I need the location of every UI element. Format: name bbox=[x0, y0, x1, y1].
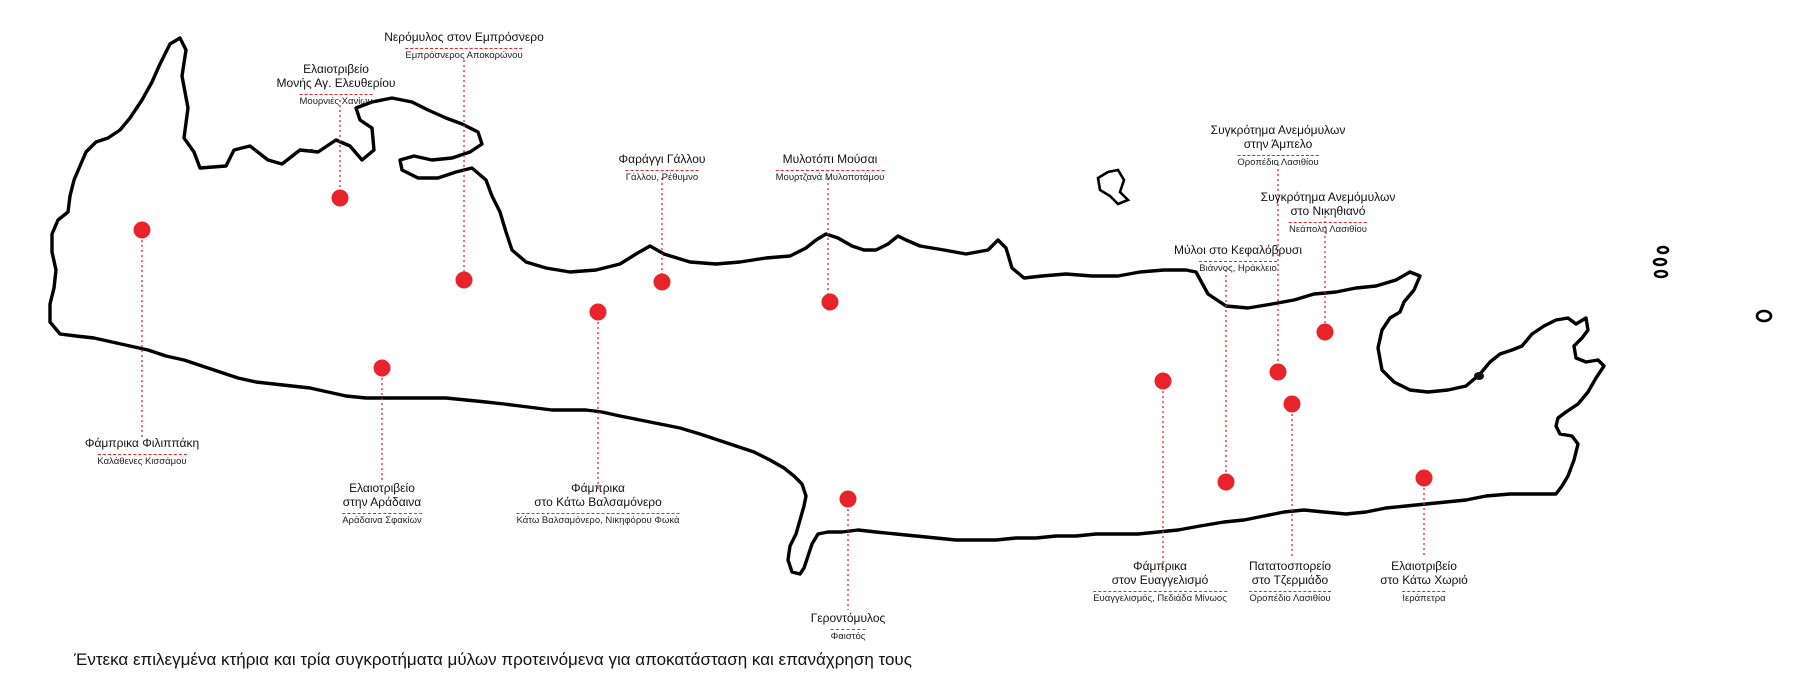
site-place: Φαιστός bbox=[830, 628, 866, 642]
label-fampr-evangelismo[interactable]: Φάμπρικα στον Ευαγγελισμό Ευαγγελισμός, … bbox=[1093, 559, 1227, 606]
label-mylotopi-mousai[interactable]: Μυλοτόπι Μούσαι Μουρτζανά Μυλοποτάμου bbox=[775, 152, 885, 185]
label-myloi-kefalovrysi[interactable]: Μύλοι στο Κεφαλόβρυσι Βιάννος, Ηράκλειο bbox=[1174, 243, 1302, 276]
label-patatosporeio-tzermiado[interactable]: Πατατοσπορείο στο Τζερμιάδο Οροπέδιο Λασ… bbox=[1248, 559, 1332, 606]
marker-elaiotr-kato-chorio[interactable] bbox=[1415, 469, 1433, 487]
marker-patatosporeio-tzermiado[interactable] bbox=[1283, 395, 1301, 413]
site-name: Ελαιοτριβείο bbox=[303, 62, 369, 76]
label-fampr-filippaki[interactable]: Φάμπρικα Φιλιππάκη Καλάθενες Κισσάμου bbox=[84, 436, 200, 469]
site-name: Νερόμυλος στον Εμπρόσνερο bbox=[384, 30, 544, 44]
label-anemomyloi-ampelo[interactable]: Συγκρότημα Ανεμόμυλων στην Άμπελο Οροπέδ… bbox=[1210, 123, 1346, 170]
site-name: Ελαιοτριβείο bbox=[349, 481, 415, 495]
dia-islet bbox=[1096, 168, 1131, 206]
site-place: Αράδαινα Σφακίων bbox=[342, 512, 422, 526]
site-place: Ευαγγελισμός, Πεδιάδα Μίνωος bbox=[1093, 590, 1227, 604]
site-place: Ιεράπετρα bbox=[1402, 590, 1446, 604]
label-gerontomylos[interactable]: Γεροντόμυλος Φαιστός bbox=[810, 611, 886, 644]
label-fampr-kato-valsamonero[interactable]: Φάμπρικα στο Κάτω Βαλσαμόνερο Κάτω Βαλσα… bbox=[516, 481, 680, 528]
east-islet-1 bbox=[1656, 245, 1670, 255]
site-place: Εμπρόσνερος Αποκορώνου bbox=[405, 47, 523, 61]
label-neromylos-emprosnero[interactable]: Νερόμυλος στον Εμπρόσνερο Εμπρόσνερος Απ… bbox=[384, 30, 544, 63]
marker-fampr-filippaki[interactable] bbox=[133, 221, 151, 239]
site-name: στο Νικηθιανό bbox=[1290, 203, 1366, 218]
marker-anemomyloi-ampelo[interactable] bbox=[1269, 363, 1287, 381]
marker-elaiotr-aradaina[interactable] bbox=[373, 359, 391, 377]
site-name: στο Τζερμιάδο bbox=[1251, 572, 1329, 587]
bay-islet bbox=[1474, 372, 1484, 380]
site-name: Φάμπρικα bbox=[570, 481, 625, 495]
label-anemomyloi-nikithiano[interactable]: Συγκρότημα Ανεμόμυλων στο Νικηθιανό Νεάπ… bbox=[1260, 190, 1396, 237]
site-name: Συγκρότημα Ανεμόμυλων bbox=[1210, 123, 1346, 137]
marker-myloi-kefalovrysi[interactable] bbox=[1217, 473, 1235, 491]
site-place: Οροπέδιο Λασιθίου bbox=[1237, 154, 1319, 168]
site-name: Φάμπρικα Φιλιππάκη bbox=[84, 436, 200, 450]
marker-anemomyloi-nikithiano[interactable] bbox=[1316, 323, 1334, 341]
site-place: Μουρτζανά Μυλοποτάμου bbox=[775, 169, 885, 183]
label-farangi-gallou[interactable]: Φαράγγι Γάλλου Γάλλου, Ρέθυμνο bbox=[618, 152, 706, 185]
site-name: στο Κάτω Βαλσαμόνερο bbox=[534, 494, 662, 509]
site-name: Συγκρότημα Ανεμόμυλων bbox=[1260, 190, 1396, 204]
site-name: Μυλοτόπι Μούσαι bbox=[782, 152, 878, 166]
site-name: στο Κάτω Χωριό bbox=[1380, 572, 1468, 587]
label-elaiotr-ag-eleftheriou[interactable]: Ελαιοτριβείο Μονής Αγ. Ελευθερίου Μουρνι… bbox=[276, 62, 396, 109]
marker-fampr-evangelismo[interactable] bbox=[1154, 372, 1172, 390]
marker-gerontomylos[interactable] bbox=[839, 490, 857, 508]
site-place: Βιάννος, Ηράκλειο bbox=[1199, 260, 1277, 274]
site-name: στην Αράδαινα bbox=[342, 494, 422, 509]
souda-islet bbox=[308, 149, 314, 153]
marker-mylotopi-mousai[interactable] bbox=[821, 293, 839, 311]
marker-fampr-kato-valsamonero[interactable] bbox=[589, 303, 607, 321]
site-place: Νεάπολη Λασιθίου bbox=[1289, 221, 1367, 235]
site-name: Μονής Αγ. Ελευθερίου bbox=[276, 75, 396, 90]
site-name: Πατατοσπορείο bbox=[1248, 559, 1332, 573]
marker-farangi-gallou[interactable] bbox=[653, 273, 671, 291]
site-name: στον Ευαγγελισμό bbox=[1111, 572, 1209, 587]
site-markers bbox=[133, 189, 1433, 508]
site-place: Κάτω Βαλσαμόνερο, Νικηφόρου Φωκά bbox=[516, 512, 680, 526]
site-name: Φάμπρικα bbox=[1133, 559, 1187, 573]
site-name: Μύλοι στο Κεφαλόβρυσι bbox=[1174, 243, 1302, 257]
site-name: στην Άμπελο bbox=[1243, 136, 1313, 151]
site-place: Οροπέδιο Λασιθίου bbox=[1249, 590, 1331, 604]
site-name: Ελαιοτριβείο bbox=[1391, 559, 1457, 573]
east-islet-3 bbox=[1653, 269, 1669, 279]
site-place: Μουρνιές Χανίων bbox=[299, 93, 373, 107]
map-caption: Έντεκα επιλεγμένα κτήρια και τρία συγκρο… bbox=[74, 650, 912, 669]
label-elaiotr-kato-chorio[interactable]: Ελαιοτριβείο στο Κάτω Χωριό Ιεράπετρα bbox=[1380, 559, 1468, 606]
marker-elaiotr-ag-eleftheriou[interactable] bbox=[331, 189, 349, 207]
leader-lines bbox=[141, 60, 1425, 610]
east-islet-2 bbox=[1652, 257, 1668, 267]
east-islet-4 bbox=[1755, 309, 1773, 323]
site-place: Καλάθενες Κισσάμου bbox=[97, 453, 187, 467]
label-elaiotr-aradaina[interactable]: Ελαιοτριβείο στην Αράδαινα Αράδαινα Σφακ… bbox=[342, 481, 422, 528]
marker-neromylos-emprosnero[interactable] bbox=[455, 271, 473, 289]
site-place: Γάλλου, Ρέθυμνο bbox=[625, 169, 699, 183]
site-name: Φαράγγι Γάλλου bbox=[618, 152, 706, 166]
site-name: Γεροντόμυλος bbox=[810, 611, 886, 625]
